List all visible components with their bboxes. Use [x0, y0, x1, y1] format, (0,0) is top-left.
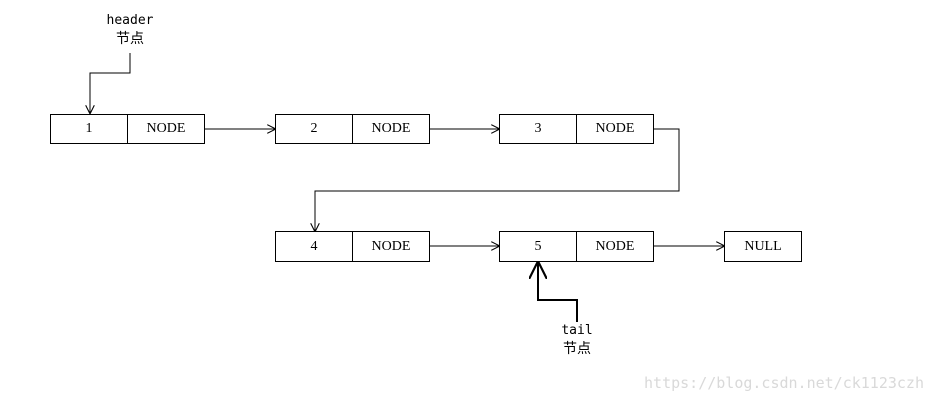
- header-label-cn: 节点: [116, 31, 144, 47]
- node-2-next: NODE: [352, 114, 430, 144]
- header-label: header 节点: [95, 12, 165, 48]
- header-label-text: header: [106, 13, 154, 28]
- null-terminator: NULL: [724, 231, 802, 262]
- node-4-value: 4: [275, 231, 353, 262]
- node-1-value: 1: [50, 114, 128, 144]
- tail-pointer-arrow: [538, 263, 578, 322]
- link-arrow-3-4: [315, 128, 680, 231]
- header-pointer-arrow: [90, 53, 131, 113]
- node-5-value: 5: [499, 231, 577, 262]
- node-4-next: NODE: [352, 231, 430, 262]
- tail-label: tail 节点: [542, 322, 612, 358]
- node-3-next: NODE: [576, 114, 654, 144]
- node-5-next: NODE: [576, 231, 654, 262]
- node-3-value: 3: [499, 114, 577, 144]
- tail-label-cn: 节点: [563, 341, 591, 357]
- tail-label-text: tail: [561, 323, 593, 338]
- watermark: https://blog.csdn.net/ck1123czh: [644, 374, 924, 392]
- node-1-next: NODE: [127, 114, 205, 144]
- node-2-value: 2: [275, 114, 353, 144]
